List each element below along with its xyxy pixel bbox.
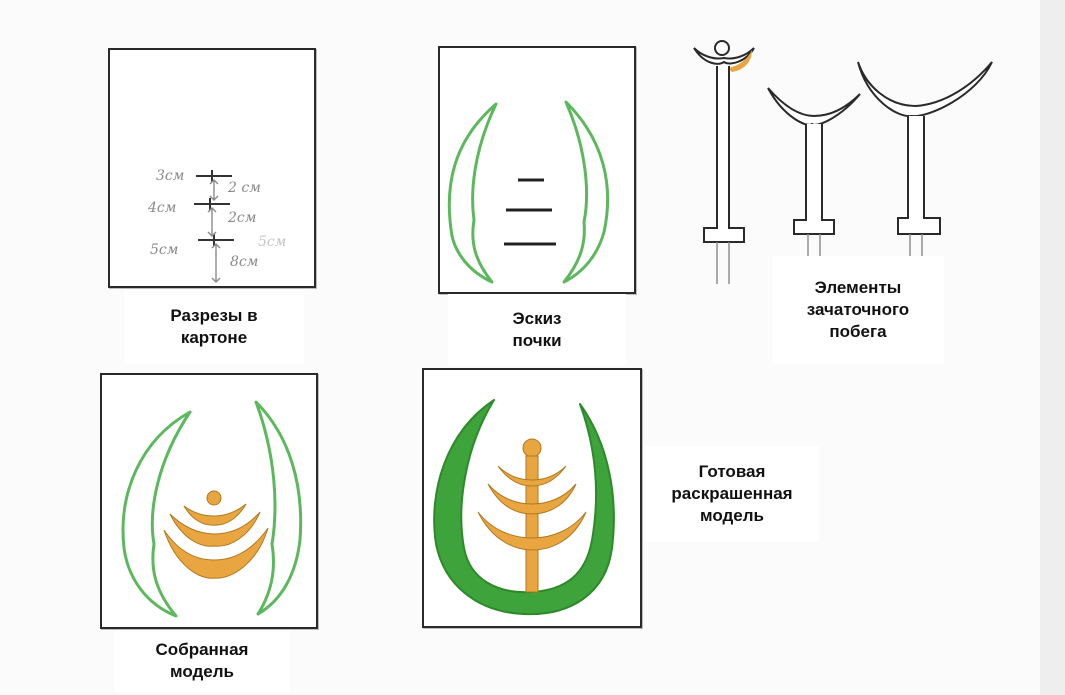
mark-3cm: 3см [156, 168, 184, 184]
painted-shoot [478, 439, 586, 592]
sketch-cut-lines [504, 180, 556, 244]
mark-8cm: 8см [230, 254, 258, 270]
mark-5cm-faint: 5см [258, 234, 286, 250]
mark-5cm: 5см [150, 242, 178, 258]
measure-arrows [208, 180, 220, 282]
mark-2cm-b: 2см [227, 210, 256, 226]
element-small [694, 41, 754, 284]
element-medium [768, 88, 860, 256]
sketch-bud-leaves [449, 102, 607, 282]
mark-2cm-a: 2 см [227, 180, 261, 196]
assembled-leaves [123, 402, 301, 616]
assembled-shoot [164, 491, 268, 578]
mark-4cm: 4см [147, 200, 176, 216]
element-large [858, 62, 992, 256]
